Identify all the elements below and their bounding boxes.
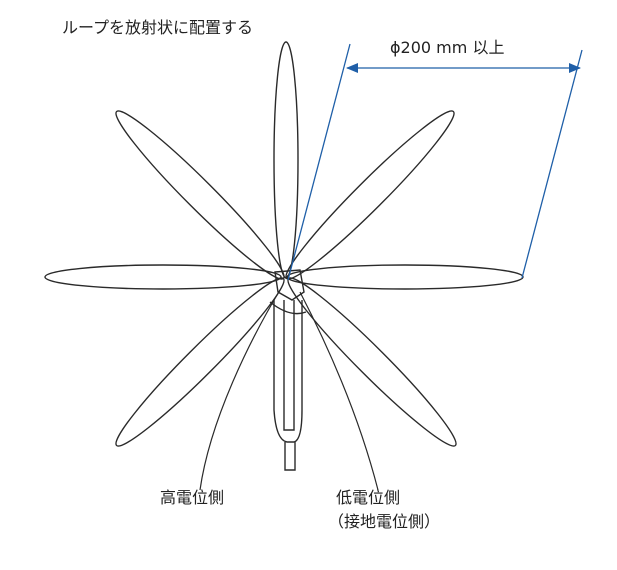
loop-left	[44, 264, 282, 290]
leader-low	[299, 291, 379, 491]
extension-left	[287, 43, 351, 281]
loop-upper-right	[285, 110, 455, 280]
leader-lines	[199, 289, 379, 491]
extension-right	[521, 49, 583, 279]
loop-upper-left	[115, 110, 285, 280]
probe-body	[269, 269, 307, 471]
diagram-title: ループを放射状に配置する	[62, 18, 254, 37]
low-potential-label: 低電位側	[336, 488, 401, 507]
loop-group	[44, 41, 524, 447]
grounded-side-label: （接地電位側）	[328, 512, 441, 531]
loop-right	[286, 264, 524, 290]
loop-up	[273, 41, 299, 279]
dimension-lines	[287, 43, 583, 281]
probe-shaft	[273, 300, 303, 443]
probe-inner	[283, 300, 295, 431]
high-potential-label: 高電位側	[160, 488, 225, 507]
probe-hub	[274, 269, 305, 301]
probe-tip	[284, 442, 296, 471]
diameter-label: ϕ200 mm 以上	[390, 38, 505, 57]
probe-collar	[269, 301, 307, 315]
loop-lower-right	[287, 277, 457, 447]
leader-high	[199, 289, 281, 491]
loop-lower-left	[115, 277, 285, 447]
